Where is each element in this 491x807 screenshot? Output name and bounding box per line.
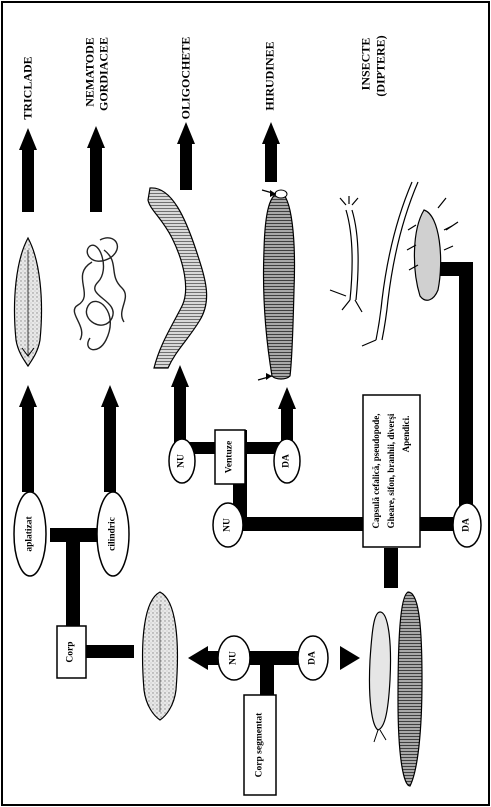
label-triclade: TRICLADE (20, 56, 35, 120)
label-nu-capsula: NU (222, 518, 233, 532)
oligochete-illustration (147, 187, 208, 369)
corp-segmentat-box (243, 694, 277, 796)
cilindric-node (96, 491, 130, 577)
flat-body-illustration (141, 591, 179, 721)
ventuze-box (214, 429, 246, 485)
key-arrows (19, 365, 296, 492)
nematode-illustration (73, 237, 127, 351)
label-insecte: INSECTE (358, 37, 373, 91)
arrow-hirudinee (262, 122, 280, 182)
arrow-cilindric (101, 385, 119, 492)
arrow-triclade (19, 128, 37, 212)
label-aplatizat: aplatizat (24, 516, 35, 552)
label-da-ventuze: DA (281, 454, 292, 468)
label-da-segmentat: DA (307, 651, 318, 665)
label-da-capsula: DA (461, 518, 472, 532)
taxon-arrows (19, 122, 280, 212)
nu-ventuze-node (168, 438, 196, 484)
label-corp-segmentat: Corp segmentat (254, 712, 265, 778)
nu-capsula-node (212, 502, 244, 548)
corp-box (56, 625, 87, 679)
label-ventuze: Ventuze (224, 440, 235, 474)
label-gordiacee: GORDIACEE (96, 36, 111, 112)
key-nodes (13, 394, 482, 796)
arrow-da-ventuze (278, 387, 296, 448)
arrow-aplatizat (19, 385, 37, 492)
da-segmentat-node (297, 635, 329, 681)
label-cilindric: cilindric (107, 517, 118, 551)
nu-segmentat-node (217, 635, 251, 681)
label-diptere: (DIPTERE) (373, 35, 388, 97)
insect-larvae-illustration (329, 181, 459, 347)
label-nu-ventuze: NU (176, 454, 187, 468)
arrow-oligochete (177, 122, 195, 190)
label-nematode: NEMATODE (82, 37, 97, 107)
label-capsula-line2: Gheare, sifon, branhii, diverşi (386, 413, 396, 529)
hirudinee-illustration (257, 189, 296, 381)
arrow-nematode (87, 126, 105, 212)
da-ventuze-node (273, 438, 301, 484)
capsula-box (362, 394, 421, 548)
label-corp: Corp (65, 641, 76, 663)
label-capsula-line3: Apendici. (401, 415, 411, 453)
arrow-nu-ventuze (171, 365, 189, 450)
arrow-da-segmentat (340, 646, 360, 670)
label-capsula-line1: Capsulă cefalică, pseudopode, (371, 413, 381, 529)
triclad-illustration (13, 236, 43, 368)
label-oligochete: OLIGOCHETE (178, 36, 193, 120)
label-nu-segmentat: NU (228, 651, 239, 665)
da-capsula-node (452, 502, 482, 548)
arrow-nu-segmentat (188, 646, 208, 670)
label-hirudinee: HIRUDINEE (262, 41, 277, 111)
segmented-larva-illustration (368, 591, 423, 787)
aplatizat-node (13, 491, 47, 577)
